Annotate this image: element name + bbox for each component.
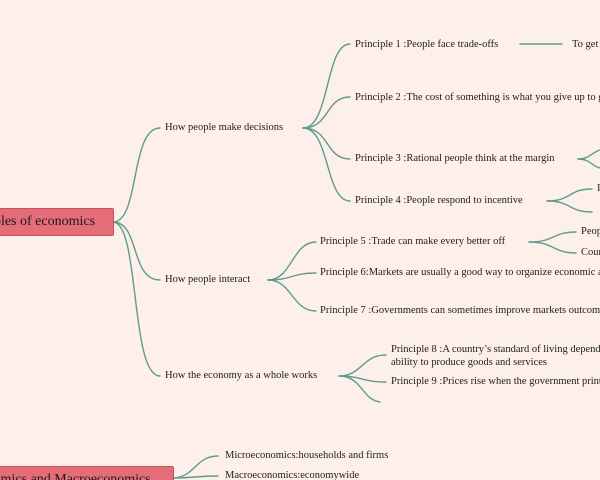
principle-6[interactable]: Principle 6:Markets are usually a good w… xyxy=(320,267,600,278)
connector-decisions-p1 xyxy=(302,43,351,129)
connector-interact-p6 xyxy=(267,272,317,281)
connector-root-to-decisions xyxy=(112,127,161,223)
connector-p3-extra-2 xyxy=(577,158,600,169)
principle-2[interactable]: Principle 2 :The cost of something is wh… xyxy=(355,92,600,103)
connector-root2-micro xyxy=(171,455,219,479)
principle-5-countries[interactable]: Countries xyxy=(581,247,600,258)
connector-decisions-p4 xyxy=(302,127,351,202)
root-topic-micro-macro[interactable]: Microeconomics and Macroeconomics xyxy=(0,466,174,480)
connector-interact-p5 xyxy=(267,241,317,281)
root-topic-label: Ten principles of economics xyxy=(0,214,96,229)
principle-5-people[interactable]: People xyxy=(581,226,600,237)
macroeconomics-node[interactable]: Macroeconomics:economywide xyxy=(225,470,360,480)
branch-economy-whole[interactable]: How the economy as a whole works xyxy=(165,370,318,381)
principle-9[interactable]: Principle 9 :Prices rise when the govern… xyxy=(391,376,600,387)
principle-8[interactable]: Principle 8 :A country’s standard of liv… xyxy=(391,344,600,368)
root-topic-label: Microeconomics and Macroeconomics xyxy=(0,472,151,480)
branch-decisions[interactable]: How people make decisions xyxy=(165,122,284,133)
principle-1-extra[interactable]: To get xyxy=(572,39,599,50)
connector-p5-people xyxy=(528,231,577,243)
connector-whole-p8 xyxy=(338,354,387,377)
principle-3[interactable]: Principle 3 :Rational people think at th… xyxy=(355,153,555,164)
principle-1[interactable]: Principle 1 :People face trade-offs xyxy=(355,39,499,50)
connector-interact-p7 xyxy=(267,279,317,312)
microeconomics-node[interactable]: Microeconomics:households and firms xyxy=(225,450,389,461)
root-topic-principles[interactable]: Ten principles of economics xyxy=(0,208,114,236)
principle-4-extra[interactable]: I xyxy=(597,183,600,194)
principle-7[interactable]: Principle 7 :Governments can sometimes i… xyxy=(320,305,600,316)
connector-whole-p9b xyxy=(338,375,381,403)
connector-root-to-whole xyxy=(112,221,161,377)
connector-p3-extra xyxy=(577,149,600,160)
connector-root2-macro xyxy=(171,475,219,479)
connector-p4-extra-1 xyxy=(546,188,593,202)
principle-4[interactable]: Principle 4 :People respond to incentive xyxy=(355,195,523,206)
connector-root-to-interact xyxy=(112,221,161,281)
principle-5[interactable]: Principle 5 :Trade can make every better… xyxy=(320,236,506,247)
connector-p5-countries xyxy=(528,241,577,254)
connector-decisions-p3 xyxy=(302,127,351,160)
branch-interact[interactable]: How people interact xyxy=(165,274,251,285)
connector-p4-extra-2 xyxy=(546,200,593,213)
connector-decisions-p2 xyxy=(302,96,351,129)
